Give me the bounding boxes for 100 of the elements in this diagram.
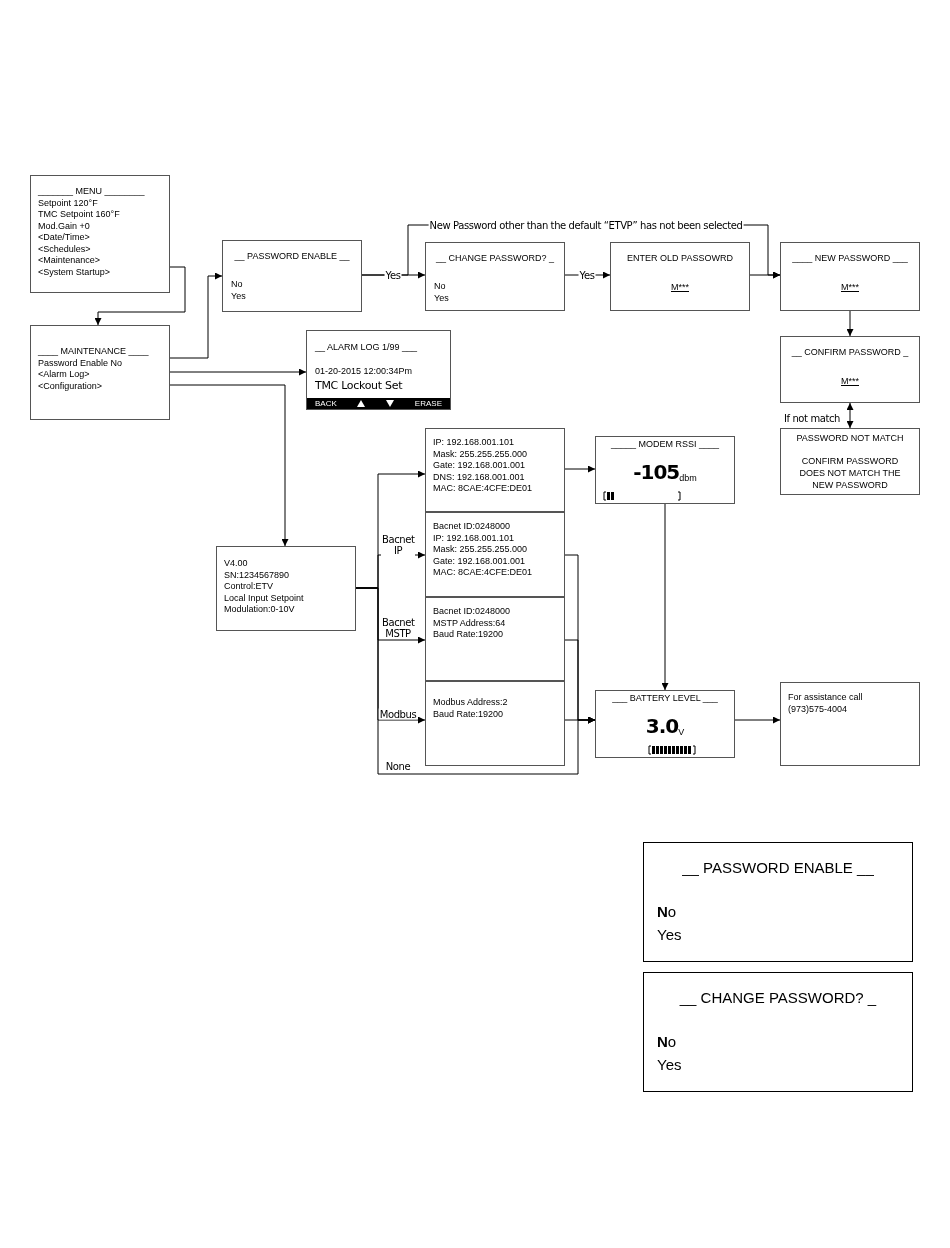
screen-box	[425, 512, 565, 597]
screen-line: <Schedules>	[38, 243, 92, 255]
edge-label: Bacnet IP	[381, 534, 415, 556]
error-message: CONFIRM PASSWORD DOES NOT MATCH THE NEW PASSWORD	[798, 454, 902, 491]
connector-arrow	[94, 266, 186, 326]
screen-line: Mod.Gain +0	[38, 220, 91, 232]
screen-line: MAC: 8CAE:4CFE:DE01	[433, 567, 534, 579]
alarm-message: TMC Lockout Set	[314, 378, 404, 394]
screen-title: _____ MODEM RSSI ____	[610, 438, 720, 451]
screen-box	[780, 428, 920, 495]
screen-line: TMC Setpoint 160°F	[38, 209, 121, 221]
screen-line: For assistance call	[788, 692, 864, 704]
password-entry: M***	[671, 280, 689, 294]
menu-option: No	[657, 899, 899, 923]
edge-label: Yes	[578, 269, 596, 281]
edge-label: If not match	[783, 412, 841, 424]
screen-line: Gate: 192.168.001.001	[433, 555, 527, 567]
screen-title: __ CHANGE PASSWORD? _	[435, 252, 555, 265]
screen-line: V4.00	[224, 558, 249, 570]
screen-box	[222, 240, 362, 312]
screen-box	[643, 972, 913, 1092]
screen-box	[425, 242, 565, 311]
screen-title: PASSWORD NOT MATCH	[796, 432, 904, 445]
screen-title: __ ALARM LOG 1/99 ___	[314, 341, 419, 354]
screen-line: Mask: 255.255.255.000	[433, 544, 529, 556]
screen-line: Baud Rate:19200	[433, 708, 505, 720]
screen-box	[306, 330, 451, 410]
alarm-time: 01-20-2015 12:00:34Pm	[314, 364, 414, 378]
menu-option: No	[231, 277, 353, 290]
password-entry: M***	[841, 280, 859, 294]
connector-arrow	[661, 503, 669, 691]
screen-line: (973)575-4004	[788, 703, 849, 715]
connector-arrow	[564, 716, 596, 724]
screen-line: Bacnet ID:0248000	[433, 606, 512, 618]
screen-box	[780, 682, 920, 766]
connector-arrow	[169, 368, 307, 376]
menu-option: No	[434, 279, 556, 292]
screen-line: DNS: 192.168.001.001	[433, 471, 526, 483]
screen-line: Mask: 255.255.255.000	[433, 448, 529, 460]
edge-label: Yes	[384, 269, 402, 281]
connector-arrow	[734, 716, 781, 724]
screen-box	[30, 325, 170, 420]
screen-box	[216, 546, 356, 631]
screen-title: ___ BATTERY LEVEL ___	[612, 692, 718, 705]
screen-box	[425, 428, 565, 512]
screen-line: <System Startup>	[38, 266, 112, 278]
screen-line: Setpoint 120°F	[38, 197, 99, 209]
connector-arrow	[169, 272, 223, 359]
screen-box	[610, 242, 750, 311]
screen-title: ENTER OLD PASSOWRD	[627, 252, 733, 265]
screen-title: __ CHANGE PASSWORD? _	[678, 988, 878, 1008]
screen-line: MAC: 8CAE:4CFE:DE01	[433, 483, 534, 495]
screen-title: ____ NEW PASSWORD ___	[792, 252, 908, 265]
screen-box	[780, 242, 920, 311]
reading-value: 3.0$_{V}$	[645, 713, 685, 738]
menu-option: Yes	[657, 922, 899, 946]
screen-box	[643, 842, 913, 962]
screen-line: Baud Rate:19200	[433, 629, 505, 641]
connector-arrow	[564, 465, 596, 473]
screen-title: __ PASSWORD ENABLE __	[681, 858, 875, 878]
menu-option: Yes	[434, 291, 556, 304]
screen-line: Bacnet ID:0248000	[433, 521, 512, 533]
screen-box	[780, 336, 920, 403]
screen-line: SN:1234567890	[224, 569, 291, 581]
edge-label: New Password other than the default “ETVP” has not been selected	[428, 219, 744, 231]
menu-option: Yes	[657, 1052, 899, 1076]
menu-option: No	[657, 1029, 899, 1053]
screen-title: __ PASSWORD ENABLE __	[233, 250, 351, 263]
screen-line: <Date/Time>	[38, 232, 91, 244]
edge-label: Bacnet MSTP	[381, 617, 415, 639]
screen-line: ____ MAINTENANCE ____	[38, 346, 150, 358]
screen-line: Password Enable No	[38, 357, 124, 369]
screen-box	[30, 175, 170, 293]
reading-value: -105$_{dbm}$	[633, 459, 697, 484]
screen-box	[425, 681, 565, 766]
screen-box	[595, 436, 735, 504]
soft-key-label: ERASE	[414, 398, 442, 409]
screen-line: <Alarm Log>	[38, 369, 91, 381]
screen-line: MSTP Address:64	[433, 617, 507, 629]
screen-box	[425, 597, 565, 681]
screen-line: <Configuration>	[38, 380, 104, 392]
edge-label: Modbus	[378, 708, 418, 720]
screen-line: Modbus Address:2	[433, 697, 509, 709]
screen-title: __ CONFIRM PASSWORD _	[791, 346, 909, 359]
password-entry: M***	[841, 374, 859, 388]
screen-line: <Maintenance>	[38, 255, 102, 267]
connector-arrow	[846, 310, 854, 337]
connector-arrow	[846, 402, 854, 429]
screen-line: Local Input Setpoint	[224, 592, 305, 604]
screen-line: IP: 192.168.001.101	[433, 437, 516, 449]
screen-line: _______ MENU ________	[38, 186, 146, 198]
edge-label: None	[384, 760, 412, 772]
connector-arrow	[749, 271, 781, 279]
screen-line: IP: 192.168.001.101	[433, 532, 516, 544]
screen-line: Gate: 192.168.001.001	[433, 460, 527, 472]
connector-arrow	[169, 384, 289, 547]
soft-key-label: BACK	[315, 398, 337, 409]
screen-box	[595, 690, 735, 758]
menu-option: Yes	[231, 289, 353, 302]
screen-line: Control:ETV	[224, 581, 275, 593]
